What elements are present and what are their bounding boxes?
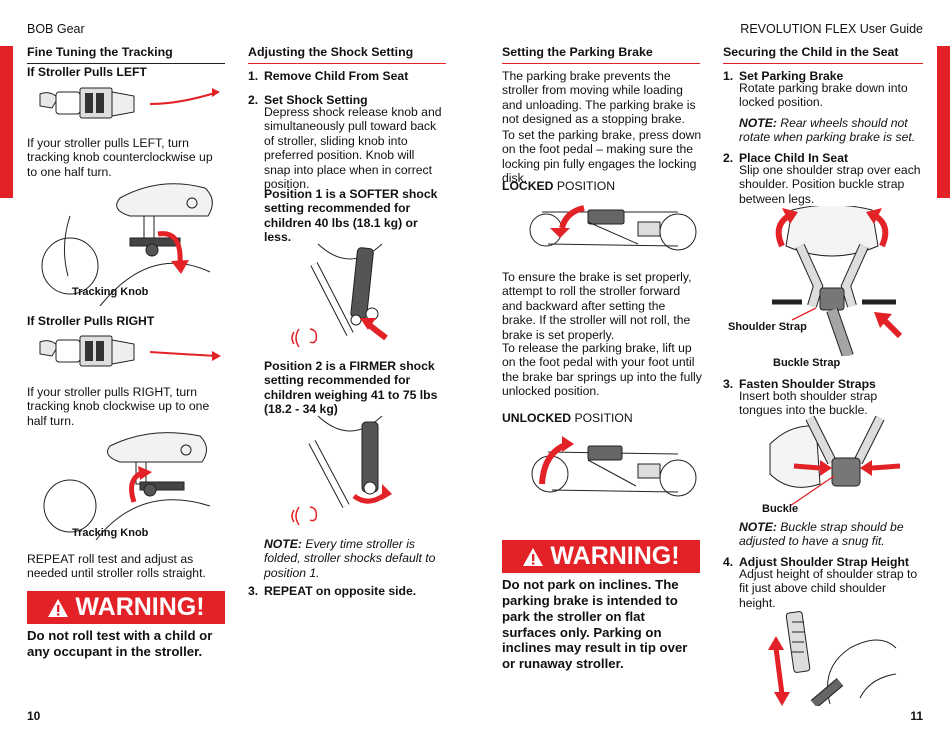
parking-brake-set-text: To set the parking brake, press down on … bbox=[502, 128, 702, 186]
secure-step-1-text: Rotate parking brake down into locked po… bbox=[739, 81, 908, 110]
shock-step-3: 3.REPEAT on opposite side. bbox=[248, 584, 417, 598]
shock-position-2-illustration bbox=[291, 415, 392, 526]
unlocked-position-label: UNLOCKED POSITION bbox=[502, 411, 633, 425]
warning-triangle-icon bbox=[523, 547, 544, 566]
brake-ensure-text: To ensure the brake is set properly, att… bbox=[502, 270, 692, 342]
secure-step-4: 4.Adjust Shoulder Strap Height bbox=[723, 555, 909, 569]
knob-left-illustration bbox=[39, 87, 220, 119]
warning-triangle-icon bbox=[48, 598, 69, 617]
warning-banner-left: WARNING! bbox=[27, 591, 225, 624]
strap-height-illustration bbox=[768, 611, 897, 706]
locked-position-label: LOCKED POSITION bbox=[502, 179, 616, 193]
secure-step-2: 2.Place Child In Seat bbox=[723, 151, 849, 165]
secure-step-3: 3.Fasten Shoulder Straps bbox=[723, 377, 876, 391]
section-fine-tuning: Fine Tuning the Tracking bbox=[27, 45, 225, 64]
secure-note-1: NOTE: Rear wheels should not rotate when… bbox=[739, 116, 916, 145]
buckle-strap-label: Buckle Strap bbox=[773, 357, 841, 369]
page-number-right: 11 bbox=[910, 709, 923, 723]
pulls-right-text: If your stroller pulls RIGHT, turn track… bbox=[27, 385, 210, 428]
harness-illustration bbox=[772, 206, 903, 356]
position-1-text: Position 1 is a SOFTER shock setting rec… bbox=[264, 187, 438, 245]
position-2-text: Position 2 is a FIRMER shock setting rec… bbox=[264, 359, 438, 417]
brake-release-text: To release the parking brake, lift up on… bbox=[502, 341, 702, 399]
guide-title: REVOLUTION FLEX User Guide bbox=[740, 22, 923, 36]
secure-step-2-text: Slip one shoulder strap over each should… bbox=[739, 163, 921, 206]
shock-step-1: 1.Remove Child From Seat bbox=[248, 69, 409, 83]
tracking-knob-label-2: Tracking Knob bbox=[72, 527, 149, 539]
shock-position-1-illustration bbox=[291, 243, 388, 348]
warning-text-right: Do not park on inclines. The parking bra… bbox=[502, 577, 688, 672]
warning-banner-right: WARNING! bbox=[502, 540, 700, 573]
buckle-label: Buckle bbox=[762, 503, 799, 515]
secure-step-3-text: Insert both shoulder strap tongues into … bbox=[739, 389, 878, 418]
warning-label-left: WARNING! bbox=[75, 592, 205, 621]
shock-step-2: 2.Set Shock Setting bbox=[248, 93, 368, 107]
knob-right-illustration bbox=[39, 335, 221, 367]
shoulder-strap-label: Shoulder Strap bbox=[728, 321, 807, 333]
right-edge-tab bbox=[937, 46, 950, 198]
tracking-knob-illustration-1 bbox=[41, 183, 213, 306]
pulls-left-text: If your stroller pulls LEFT, turn tracki… bbox=[27, 136, 213, 179]
tracking-knob-illustration-2 bbox=[43, 432, 211, 540]
buckle-illustration bbox=[769, 415, 901, 507]
shock-step-2-text: Depress shock release knob and simultane… bbox=[264, 105, 442, 191]
tracking-knob-label-1: Tracking Knob bbox=[72, 286, 149, 298]
unlocked-brake-illustration bbox=[531, 436, 697, 497]
section-shock-setting: Adjusting the Shock Setting bbox=[248, 45, 446, 64]
section-parking-brake: Setting the Parking Brake bbox=[502, 45, 700, 64]
warning-label-right: WARNING! bbox=[550, 541, 680, 570]
repeat-text: REPEAT roll test and adjust as needed un… bbox=[27, 552, 206, 581]
secure-step-1: 1.Set Parking Brake bbox=[723, 69, 844, 83]
sub-pulls-left: If Stroller Pulls LEFT bbox=[27, 65, 147, 79]
left-edge-tab bbox=[0, 46, 13, 198]
secure-note-2: NOTE: Buckle strap should be adjusted to… bbox=[739, 520, 904, 549]
parking-brake-intro: The parking brake prevents the stroller … bbox=[502, 69, 696, 127]
section-securing-child: Securing the Child in the Seat bbox=[723, 45, 923, 64]
warning-text-left: Do not roll test with a child or any occ… bbox=[27, 628, 213, 659]
shock-note: NOTE: Every time stroller is folded, str… bbox=[264, 537, 436, 580]
page-number-left: 10 bbox=[27, 709, 41, 723]
sub-pulls-right: If Stroller Pulls RIGHT bbox=[27, 314, 155, 328]
secure-step-4-text: Adjust height of shoulder strap to fit j… bbox=[739, 567, 918, 610]
brand-header: BOB Gear bbox=[27, 22, 85, 36]
locked-brake-illustration bbox=[529, 205, 697, 251]
